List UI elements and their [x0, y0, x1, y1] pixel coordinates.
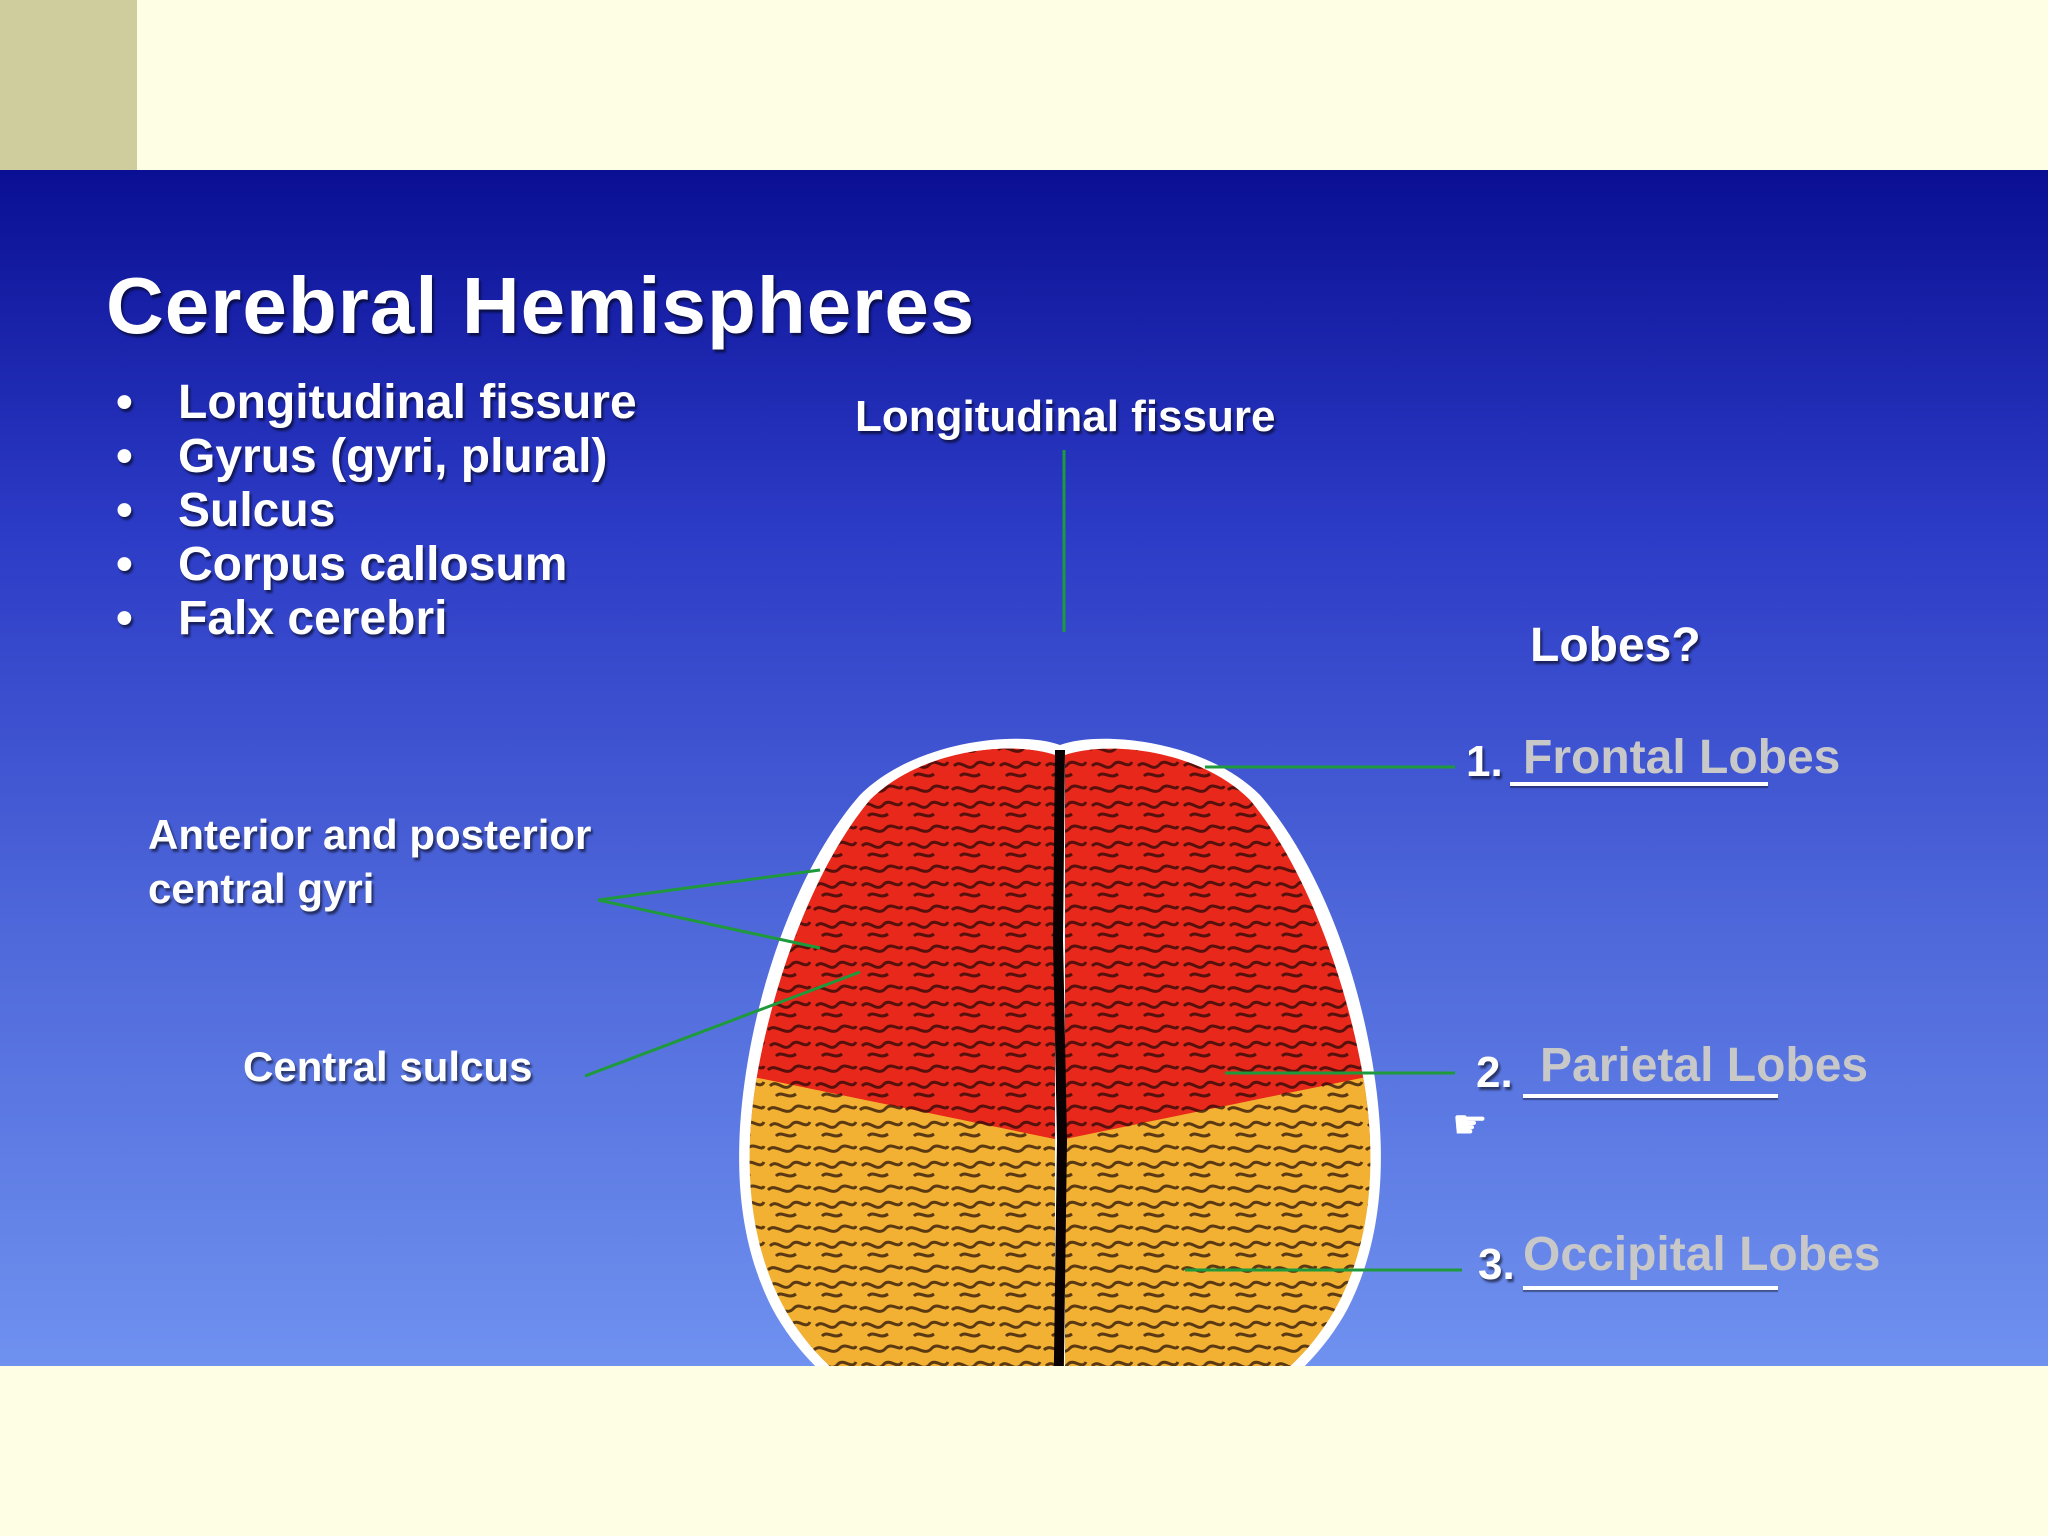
right-hemisphere: [1065, 748, 1371, 1366]
bullet-list: Longitudinal fissure Gyrus (gyri, plural…: [110, 376, 637, 646]
longitudinal-fissure: [1052, 749, 1068, 1366]
pointing-hand-icon: ☛: [1452, 1103, 1488, 1147]
central-gyri-label: Anterior and posterior central gyri: [148, 808, 591, 916]
lobe-answer-blank: [1523, 1286, 1778, 1290]
corner-accent: [0, 0, 137, 170]
brain-illustration: [739, 738, 1381, 1366]
leader-lines: [584, 450, 1462, 1272]
lobe-answer: Frontal Lobes: [1523, 731, 1841, 784]
slide: Cerebral Hemispheres Longitudinal fissur…: [0, 170, 2048, 1366]
central-gyri-label-line1: Anterior and posterior: [148, 811, 592, 858]
lobe-number: 2.: [1476, 1048, 1513, 1097]
lobes-question: Lobes?: [1530, 619, 1701, 672]
longitudinal-fissure-label: Longitudinal fissure: [855, 392, 1276, 441]
lobe-answer-blank: [1523, 1094, 1778, 1098]
bullet-item: Gyrus (gyri, plural): [110, 430, 637, 484]
bullet-item: Falx cerebri: [110, 592, 637, 646]
lobe-number: 3.: [1478, 1240, 1515, 1289]
bullet-item: Corpus callosum: [110, 538, 637, 592]
central-gyri-label-line2: central gyri: [148, 865, 375, 912]
bullet-item: Sulcus: [110, 484, 637, 538]
lobe-answer: Occipital Lobes: [1523, 1228, 1881, 1281]
central-sulcus-label: Central sulcus: [243, 1043, 533, 1090]
lobe-answer-blank: [1510, 782, 1768, 786]
slide-title: Cerebral Hemispheres: [106, 261, 976, 350]
lobe-answer: Parietal Lobes: [1540, 1039, 1869, 1092]
left-hemisphere: [749, 748, 1055, 1366]
bullet-item: Longitudinal fissure: [110, 376, 637, 430]
lobe-number: 1.: [1466, 737, 1503, 786]
